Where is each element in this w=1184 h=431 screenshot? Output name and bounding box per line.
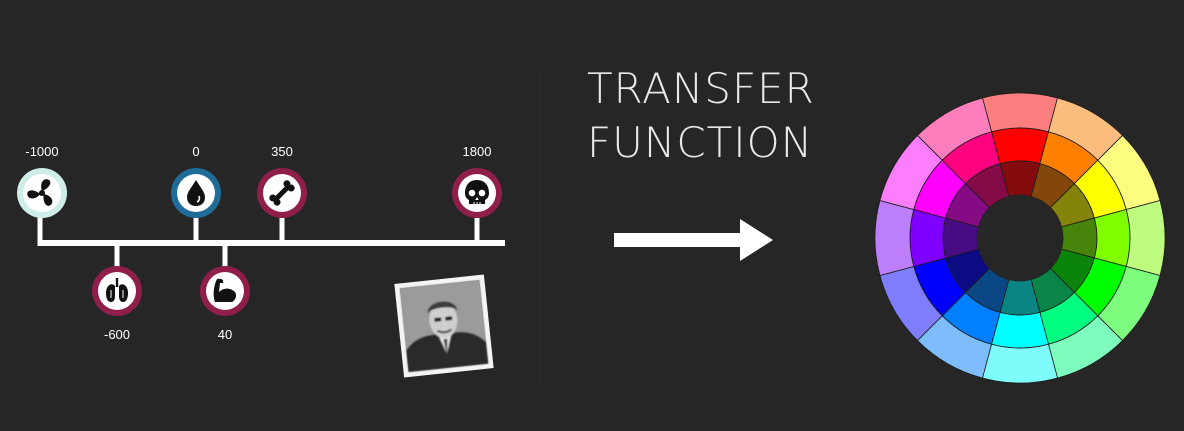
muscle-icon	[200, 266, 250, 316]
lungs-icon	[92, 266, 142, 316]
color-wheel-segment	[874, 199, 915, 277]
portrait-photo	[394, 274, 494, 378]
color-wheel	[874, 92, 1166, 384]
color-wheel-segment	[991, 127, 1049, 165]
color-wheel-segment	[1093, 209, 1131, 267]
marker-value-label: -600	[104, 327, 130, 342]
color-wheel-segment	[916, 97, 993, 161]
title-line-2: FUNCTION	[587, 118, 813, 167]
color-wheel-segment	[981, 92, 1059, 133]
marker-value-label: 0	[192, 144, 199, 159]
color-wheel-segment	[981, 343, 1059, 384]
marker-value-label: -1000	[25, 144, 58, 159]
color-wheel-segment	[909, 209, 947, 267]
marker-value-label: 1800	[463, 144, 492, 159]
fan-icon	[17, 168, 67, 218]
marker-value-label: 350	[271, 144, 293, 159]
color-wheel-segment	[1125, 199, 1166, 277]
bone-icon	[257, 168, 307, 218]
title-block: TRANSFER FUNCTION	[587, 64, 815, 167]
color-wheel-center	[977, 195, 1063, 281]
skull-icon	[452, 168, 502, 218]
arrow-right-icon	[614, 219, 773, 261]
hounsfield-scale: -1000 0 350 1800 -600 40	[17, 144, 505, 378]
water-drop-icon	[171, 168, 221, 218]
color-wheel-segment	[991, 311, 1049, 349]
marker-value-label: 40	[218, 327, 232, 342]
title-line-1: TRANSFER	[587, 64, 815, 113]
